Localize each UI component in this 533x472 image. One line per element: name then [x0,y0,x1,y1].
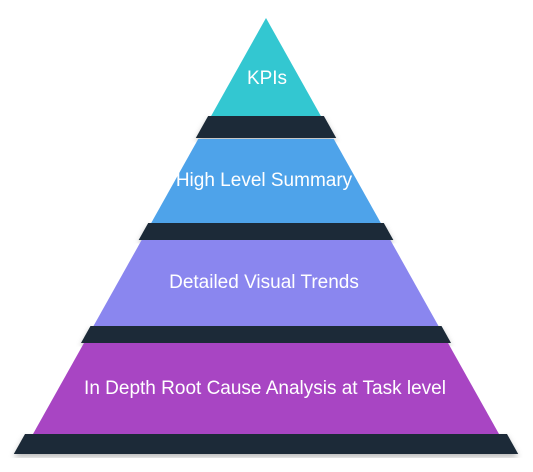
tier-separator-band [80,326,452,343]
tier-separator-band [195,116,337,138]
pyramid-tier-kpis: KPIs [211,18,321,116]
pyramid-tier-root-cause-analysis: In Depth Root Cause Analysis at Task lev… [33,343,499,434]
tier-label: KPIs [247,68,287,89]
pyramid-tier-detailed-visual-trends: Detailed Visual Trends [93,240,439,326]
tier-label: Detailed Visual Trends [169,272,359,293]
tier-shape [151,139,381,223]
tier-label: In Depth Root Cause Analysis at Task lev… [84,378,446,399]
tier-separator-band [13,434,519,454]
tier-shape [211,18,321,116]
tier-shape [33,343,499,434]
tier-label: High Level Summary [176,170,353,191]
pyramid-tier-high-level-summary: High Level Summary [151,139,381,223]
tier-separator-band [138,223,394,240]
tier-shape [93,240,439,326]
